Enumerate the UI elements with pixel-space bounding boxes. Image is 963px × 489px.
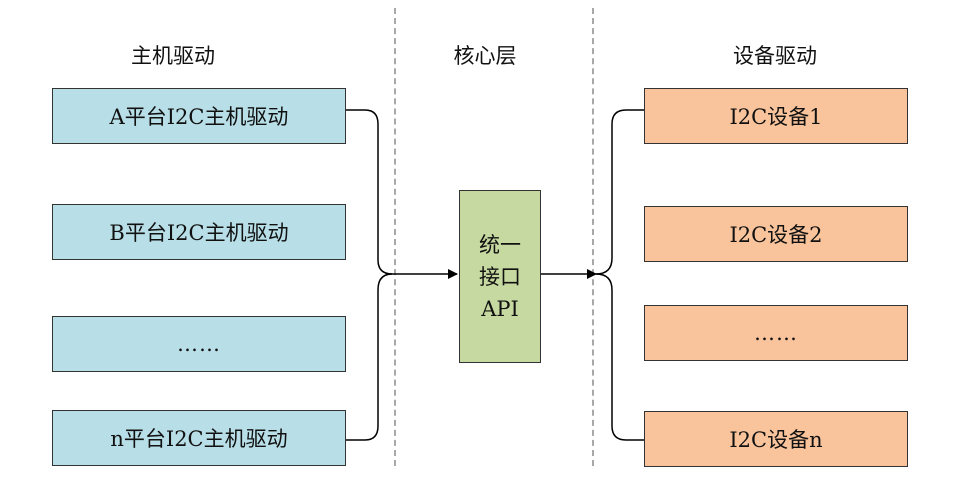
core-api-line: 统一 xyxy=(479,232,521,257)
host-driver-label: n平台I2C主机驱动 xyxy=(110,427,288,451)
device-connector-bottom xyxy=(595,273,644,441)
core-api-line: API xyxy=(481,296,519,321)
host-driver-column-title: 主机驱动 xyxy=(131,44,215,68)
core-api-box: 统一 接口 API xyxy=(459,190,541,363)
host-connector-bottom xyxy=(346,273,393,441)
right-dashed-divider xyxy=(592,8,594,466)
device-driver-box: I2C设备1 xyxy=(644,88,908,144)
host-driver-ellipsis: …… xyxy=(177,332,221,356)
device-connector-top xyxy=(595,109,644,275)
core-layer-column-title: 核心层 xyxy=(453,44,517,68)
host-driver-label: A平台I2C主机驱动 xyxy=(109,105,289,129)
host-driver-label: B平台I2C主机驱动 xyxy=(109,221,289,245)
device-driver-box: I2C设备2 xyxy=(644,206,908,262)
host-driver-box: n平台I2C主机驱动 xyxy=(52,410,346,466)
host-driver-box: B平台I2C主机驱动 xyxy=(52,204,346,260)
host-driver-box: A平台I2C主机驱动 xyxy=(52,88,346,144)
left-dashed-divider xyxy=(394,8,396,466)
device-driver-ellipsis: …… xyxy=(754,321,798,345)
host-connector-top xyxy=(346,109,393,275)
core-api-line: 接口 xyxy=(479,264,521,289)
device-driver-label: I2C设备1 xyxy=(729,105,823,129)
device-driver-box: I2C设备n xyxy=(644,411,908,467)
host-driver-box: …… xyxy=(52,316,346,372)
device-driver-label: I2C设备2 xyxy=(729,223,823,247)
device-driver-column-title: 设备驱动 xyxy=(733,44,817,68)
device-driver-label: I2C设备n xyxy=(729,428,823,452)
device-driver-box: …… xyxy=(644,305,908,361)
